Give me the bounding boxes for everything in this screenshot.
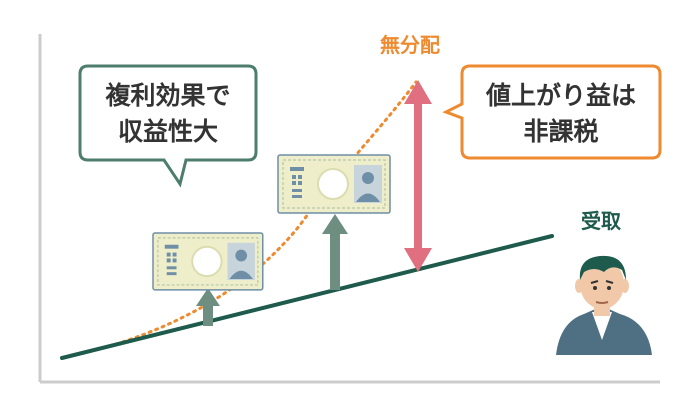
received-label: 受取	[581, 209, 621, 233]
businessman-avatar-icon	[556, 256, 652, 355]
no-dividend-label: 無分配	[380, 33, 440, 57]
compound-line2: 収益性大	[118, 117, 218, 146]
banknote-icon	[278, 155, 390, 213]
dividend-line	[62, 236, 552, 358]
tax-line2: 非課税	[523, 117, 598, 146]
reinvest-arrow-large	[322, 214, 348, 290]
compound-effect-bubble: 複利効果で 収益性大	[80, 66, 256, 184]
tax-line1: 値上がり益は	[485, 81, 636, 110]
tax-free-bubble: 値上がり益は 非課税	[446, 66, 660, 158]
banknote-icon	[153, 233, 263, 290]
compound-line1: 複利効果で	[105, 81, 230, 110]
gain-difference-arrow	[404, 80, 432, 272]
